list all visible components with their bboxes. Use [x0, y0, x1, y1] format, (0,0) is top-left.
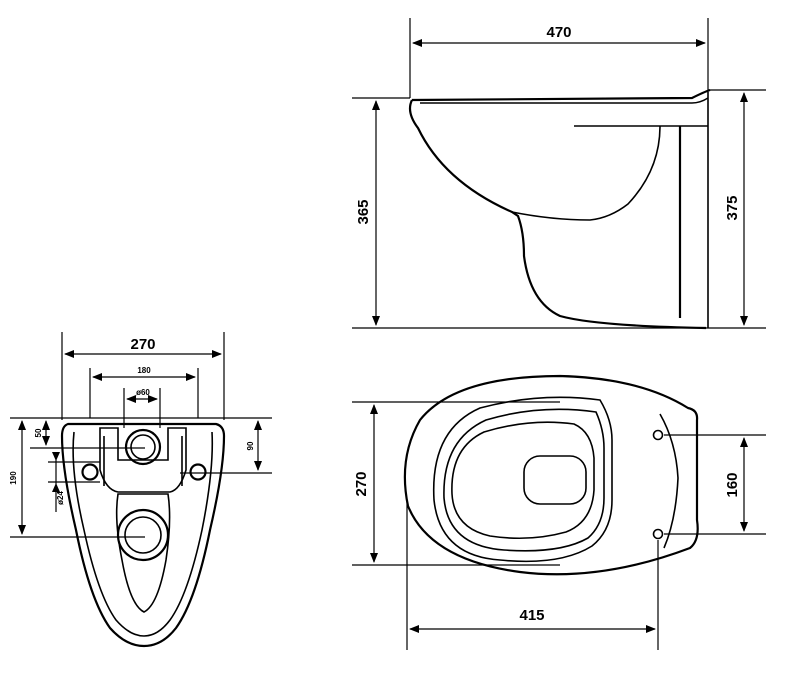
back-bolt-diameter-label: ø24: [56, 491, 65, 505]
back-outlet-circle: [116, 508, 170, 562]
back-bolt-hole-left: [81, 463, 99, 481]
back-outer-outline: [60, 422, 226, 648]
side-view: [352, 18, 766, 330]
top-outer-outline: [403, 374, 699, 576]
back-width-label: 270: [130, 336, 155, 353]
top-bolt-hole-lower: [652, 528, 664, 540]
top-view: [352, 374, 766, 650]
back-inlet-diameter-label: ø60: [136, 388, 150, 397]
top-width-label: 270: [353, 471, 370, 496]
side-width-label: 470: [546, 24, 571, 41]
back-outlet-height-label: 190: [9, 471, 18, 485]
side-bowl-outline: [408, 88, 711, 330]
top-bolt-spacing-label: 160: [724, 472, 741, 497]
back-bolt-width-label: 180: [137, 366, 151, 375]
top-drain-opening: [523, 455, 587, 505]
side-height-right-label: 375: [724, 195, 741, 220]
back-view: [10, 332, 272, 648]
top-length-label: 415: [519, 607, 544, 624]
back-bolt-height-label: 90: [246, 441, 255, 450]
top-bolt-hole-upper: [652, 429, 664, 441]
side-height-left-label: 365: [355, 199, 372, 224]
top-bowl-inner: [451, 421, 595, 540]
back-inlet-circle: [124, 428, 162, 466]
back-top-offset-label: 50: [34, 428, 43, 437]
back-bolt-hole-right: [189, 463, 207, 481]
top-rim-outer: [432, 396, 613, 563]
